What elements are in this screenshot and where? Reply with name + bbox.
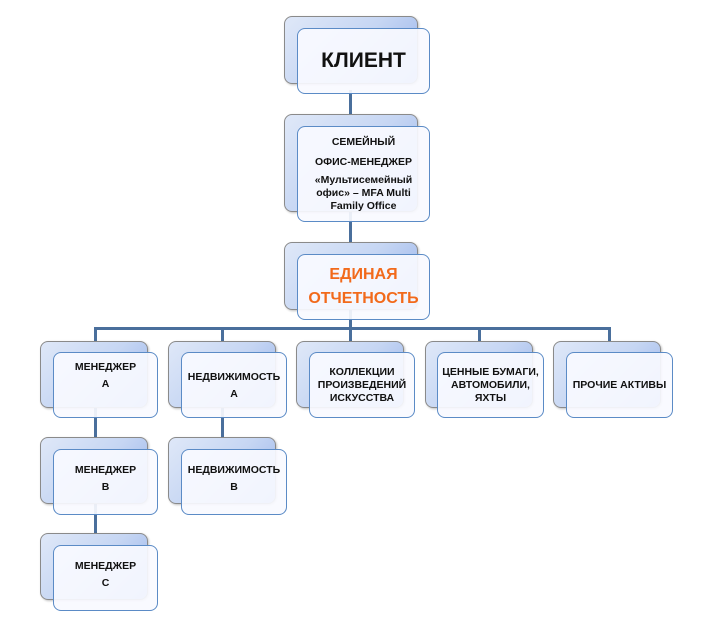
client-label: КЛИЕНТ [321,49,406,72]
real-estate-a-line1: НЕДВИЖИМОСТЬ [187,371,281,383]
office-line2: ОФИС-МЕНЕДЖЕР [314,155,413,168]
manager-c-line1: МЕНЕДЖЕР [74,560,137,572]
manager-b-line2: В [101,481,110,493]
office-line1: СЕМЕЙНЫЙ [331,135,396,148]
connector [478,327,481,347]
securities-label: ЦЕННЫЕ БУМАГИ, АВТОМОБИЛИ, ЯХТЫ [442,365,539,404]
manager-b-line1: МЕНЕДЖЕР [74,464,137,476]
real-estate-a-line2: А [230,388,238,400]
manager-a-line2: А [101,378,110,390]
connector [349,327,352,347]
real-estate-b-line2: В [230,481,238,493]
connector [94,327,611,330]
other-label: ПРОЧИЕ АКТИВЫ [572,378,667,391]
real-estate-b-line1: НЕДВИЖИМОСТЬ [187,464,281,476]
reporting-line2: ОТЧЕТНОСТЬ [308,290,419,307]
reporting-line1: ЕДИНАЯ [329,266,398,283]
office-line3: «Мультисемейный офис» – MFA Multi Family… [314,173,413,212]
manager-c-line2: С [101,577,110,589]
connector [608,327,611,347]
art-label: КОЛЛЕКЦИИ ПРОИЗВЕДЕНИЙ ИСКУССТВА [317,365,407,404]
manager-a-line1: МЕНЕДЖЕР [74,361,137,373]
